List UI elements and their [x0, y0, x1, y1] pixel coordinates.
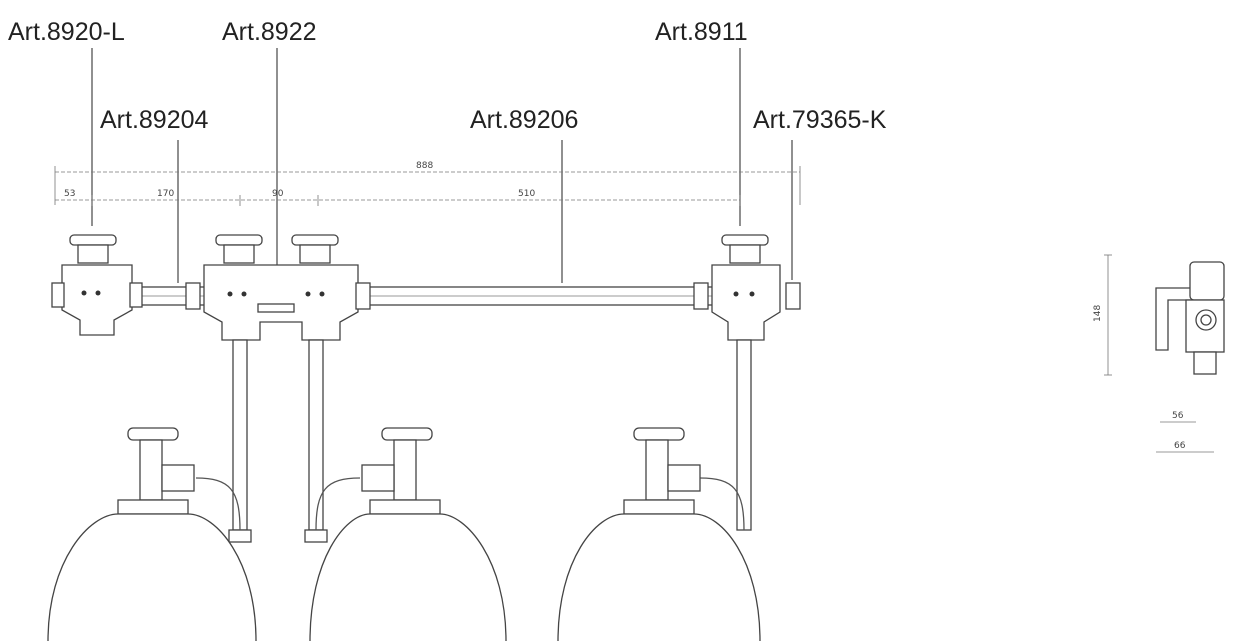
- label-art-89204: Art.89204: [100, 106, 209, 134]
- dim-side-66: 66: [1174, 441, 1186, 451]
- dim-side-56: 56: [1172, 411, 1184, 421]
- dim-side-height: 148: [1093, 305, 1103, 322]
- valve-art-8920-l: [51, 234, 143, 336]
- valve-art-8922: [185, 234, 371, 341]
- dim-510: 510: [518, 189, 535, 199]
- hoses: [195, 339, 752, 543]
- leader-lines: [91, 48, 793, 283]
- label-art-8922: Art.8922: [222, 18, 317, 46]
- label-art-8920-l: Art.8920-L: [8, 18, 125, 46]
- label-art-8911: Art.8911: [655, 18, 748, 46]
- dim-170: 170: [157, 189, 174, 199]
- dim-90: 90: [272, 189, 284, 199]
- label-art-89206: Art.89206: [470, 106, 578, 134]
- dimension-lines: [54, 166, 801, 206]
- side-view-detail: [1104, 254, 1225, 453]
- cylinder-right: [557, 427, 761, 641]
- valve-art-8911: [693, 234, 801, 341]
- cylinder-left: [47, 427, 257, 641]
- cylinder-middle: [309, 427, 507, 641]
- dim-888: 888: [416, 161, 433, 171]
- dim-53: 53: [64, 189, 75, 199]
- label-art-79365-k: Art.79365-K: [753, 106, 887, 134]
